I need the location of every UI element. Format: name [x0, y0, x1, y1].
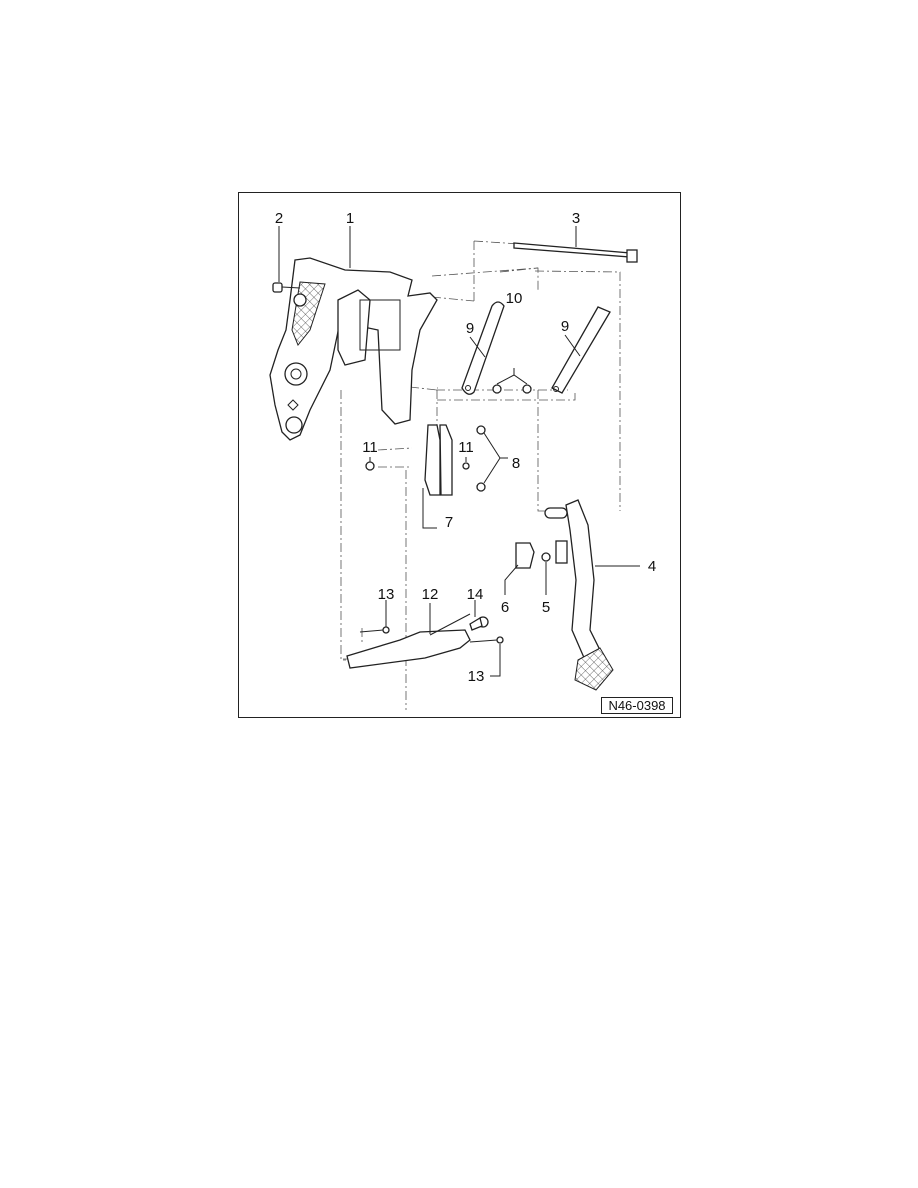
callout-2: 2	[275, 210, 283, 227]
washer	[541, 552, 551, 562]
callout-8: 8	[512, 455, 520, 472]
pedal-bracket	[269, 257, 438, 441]
support-plates	[422, 424, 453, 529]
screw	[496, 636, 504, 644]
pin	[492, 384, 502, 394]
pin	[522, 384, 532, 394]
callout-12: 12	[422, 586, 439, 603]
nut	[272, 282, 283, 293]
bolt	[476, 425, 486, 435]
callout-labels: 2 1 3 9 9 10 11 11 8 7 4 6 5 13 12 14 13	[275, 210, 656, 685]
callout-10: 10	[506, 290, 523, 307]
callout-9b: 9	[561, 318, 569, 335]
callout-5: 5	[542, 599, 550, 616]
link-right	[551, 306, 611, 394]
brake-light-switch	[469, 600, 489, 631]
callout-11: 11	[362, 439, 378, 456]
assembly-guide-lines	[340, 240, 621, 710]
figure-id: N46-0398	[608, 698, 665, 713]
callout-14: 14	[467, 586, 484, 603]
callout-9: 9	[466, 320, 474, 337]
bushing	[515, 542, 535, 569]
callout-3: 3	[572, 210, 580, 227]
callout-11b: 11	[458, 439, 474, 456]
callout-1: 1	[346, 210, 354, 227]
brake-pedal	[544, 499, 614, 691]
callout-7: 7	[445, 514, 453, 531]
screw	[382, 626, 390, 634]
callout-6: 6	[501, 599, 509, 616]
pivot-bolt	[513, 242, 638, 263]
figure-id-box: N46-0398	[601, 697, 673, 714]
bolt	[476, 482, 486, 492]
link-left	[461, 301, 505, 395]
callout-13: 13	[378, 586, 395, 603]
nut	[365, 461, 375, 471]
callout-13b: 13	[468, 668, 485, 685]
callout-4: 4	[648, 558, 656, 575]
clip	[462, 462, 470, 470]
stop-bracket	[346, 629, 471, 669]
